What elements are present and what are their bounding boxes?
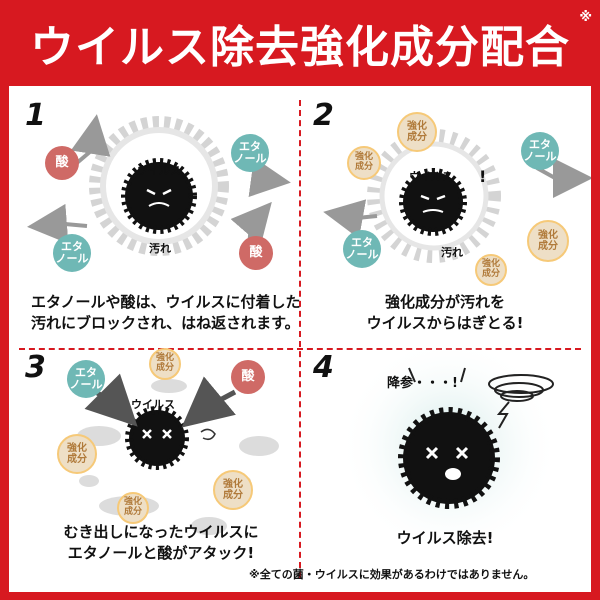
bottom-strip bbox=[0, 592, 600, 600]
header-banner: ウイルス除去強化成分配合 ※ bbox=[0, 0, 600, 86]
footnote: ※全ての菌・ウイルスに効果があるわけではありません。 bbox=[249, 568, 535, 581]
step-number-1: 1 bbox=[25, 98, 46, 133]
panel1-virus bbox=[121, 158, 197, 234]
panel3-ethanol-bubble: エタ ノール bbox=[67, 360, 105, 398]
divider-horizontal bbox=[19, 348, 581, 350]
caption-step-2: 強化成分が汚れを ウイルスからはぎとる! bbox=[309, 292, 581, 334]
panel1-acid-bubble-right: 酸 bbox=[239, 236, 273, 270]
panel3-enhancer-bubble-right: 強化 成分 bbox=[213, 470, 253, 510]
panel2-dirt-ring bbox=[367, 129, 501, 263]
illustration-panel: ! bbox=[9, 86, 591, 592]
panel2-virus: ! bbox=[399, 167, 486, 236]
panel1-dirt-label: 汚れ bbox=[149, 242, 171, 255]
panel2-enhancer-bubble-right: 強化 成分 bbox=[527, 220, 569, 262]
panel3-acid-bubble: 酸 bbox=[231, 360, 265, 394]
step-number-2: 2 bbox=[313, 98, 334, 133]
panel1-ethanol-bubble-left: エタ ノール bbox=[53, 234, 91, 272]
divider-vertical bbox=[299, 100, 301, 578]
panel4-virus bbox=[398, 407, 500, 509]
panel4-swirl bbox=[488, 374, 554, 429]
illustration-graphics: ! bbox=[27, 114, 591, 556]
svg-text:!: ! bbox=[479, 167, 486, 186]
caption-step-4: ウイルス除去! bbox=[309, 528, 581, 549]
panel2-enhancer-bubble-top: 強化 成分 bbox=[397, 112, 437, 152]
caption-step-2-line-2: ウイルスからはぎとる! bbox=[366, 314, 524, 332]
caption-step-3-line-2: エタノールと酸がアタック! bbox=[67, 544, 255, 562]
caption-step-1-line-1: エタノールや酸は、ウイルスに付着した bbox=[31, 293, 301, 311]
banner-title: ウイルス除去強化成分配合 bbox=[30, 22, 570, 73]
panel2-ethanol-bubble-left: エタ ノール bbox=[343, 230, 381, 268]
panel1-dirt-ring bbox=[89, 116, 229, 256]
panel3-enhancer-bubble-left: 強化 成分 bbox=[57, 434, 97, 474]
caption-step-4-line-1: ウイルス除去! bbox=[396, 529, 494, 547]
panel2-enhancer-bubble-bottom: 強化 成分 bbox=[475, 254, 507, 286]
caption-step-3: むき出しになったウイルスに エタノールと酸がアタック! bbox=[31, 522, 291, 564]
panel4-exclamation: 降参・・・! bbox=[387, 376, 458, 391]
panel3-virus bbox=[125, 406, 216, 470]
panel3-virus-label: ウイルス bbox=[131, 398, 175, 411]
panel1-virus-label: ウイルス bbox=[137, 164, 181, 177]
panel2-virus-label: ウイルス bbox=[409, 170, 453, 183]
panel2-ethanol-bubble-right: エタ ノール bbox=[521, 132, 559, 170]
panel3-enhancer-bubble-bottom: 強化 成分 bbox=[117, 492, 149, 524]
step-number-3: 3 bbox=[25, 350, 46, 385]
panel1-ethanol-bubble-right: エタ ノール bbox=[231, 134, 269, 172]
caption-step-1-line-2: 汚れにブロックされ、はね返されます。 bbox=[31, 314, 300, 332]
panel2-enhancer-bubble-left: 強化 成分 bbox=[347, 146, 381, 180]
panel3-enhancer-bubble-top: 強化 成分 bbox=[149, 348, 181, 380]
step-number-4: 4 bbox=[313, 350, 334, 385]
panel2-dirt-label: 汚れ bbox=[441, 246, 463, 259]
panel1-acid-bubble-left: 酸 bbox=[45, 146, 79, 180]
caption-step-2-line-1: 強化成分が汚れを bbox=[384, 293, 505, 311]
banner-note-mark: ※ bbox=[579, 10, 592, 25]
caption-step-1: エタノールや酸は、ウイルスに付着した 汚れにブロックされ、はね返されます。 bbox=[31, 292, 301, 334]
caption-step-3-line-1: むき出しになったウイルスに bbox=[63, 523, 259, 541]
